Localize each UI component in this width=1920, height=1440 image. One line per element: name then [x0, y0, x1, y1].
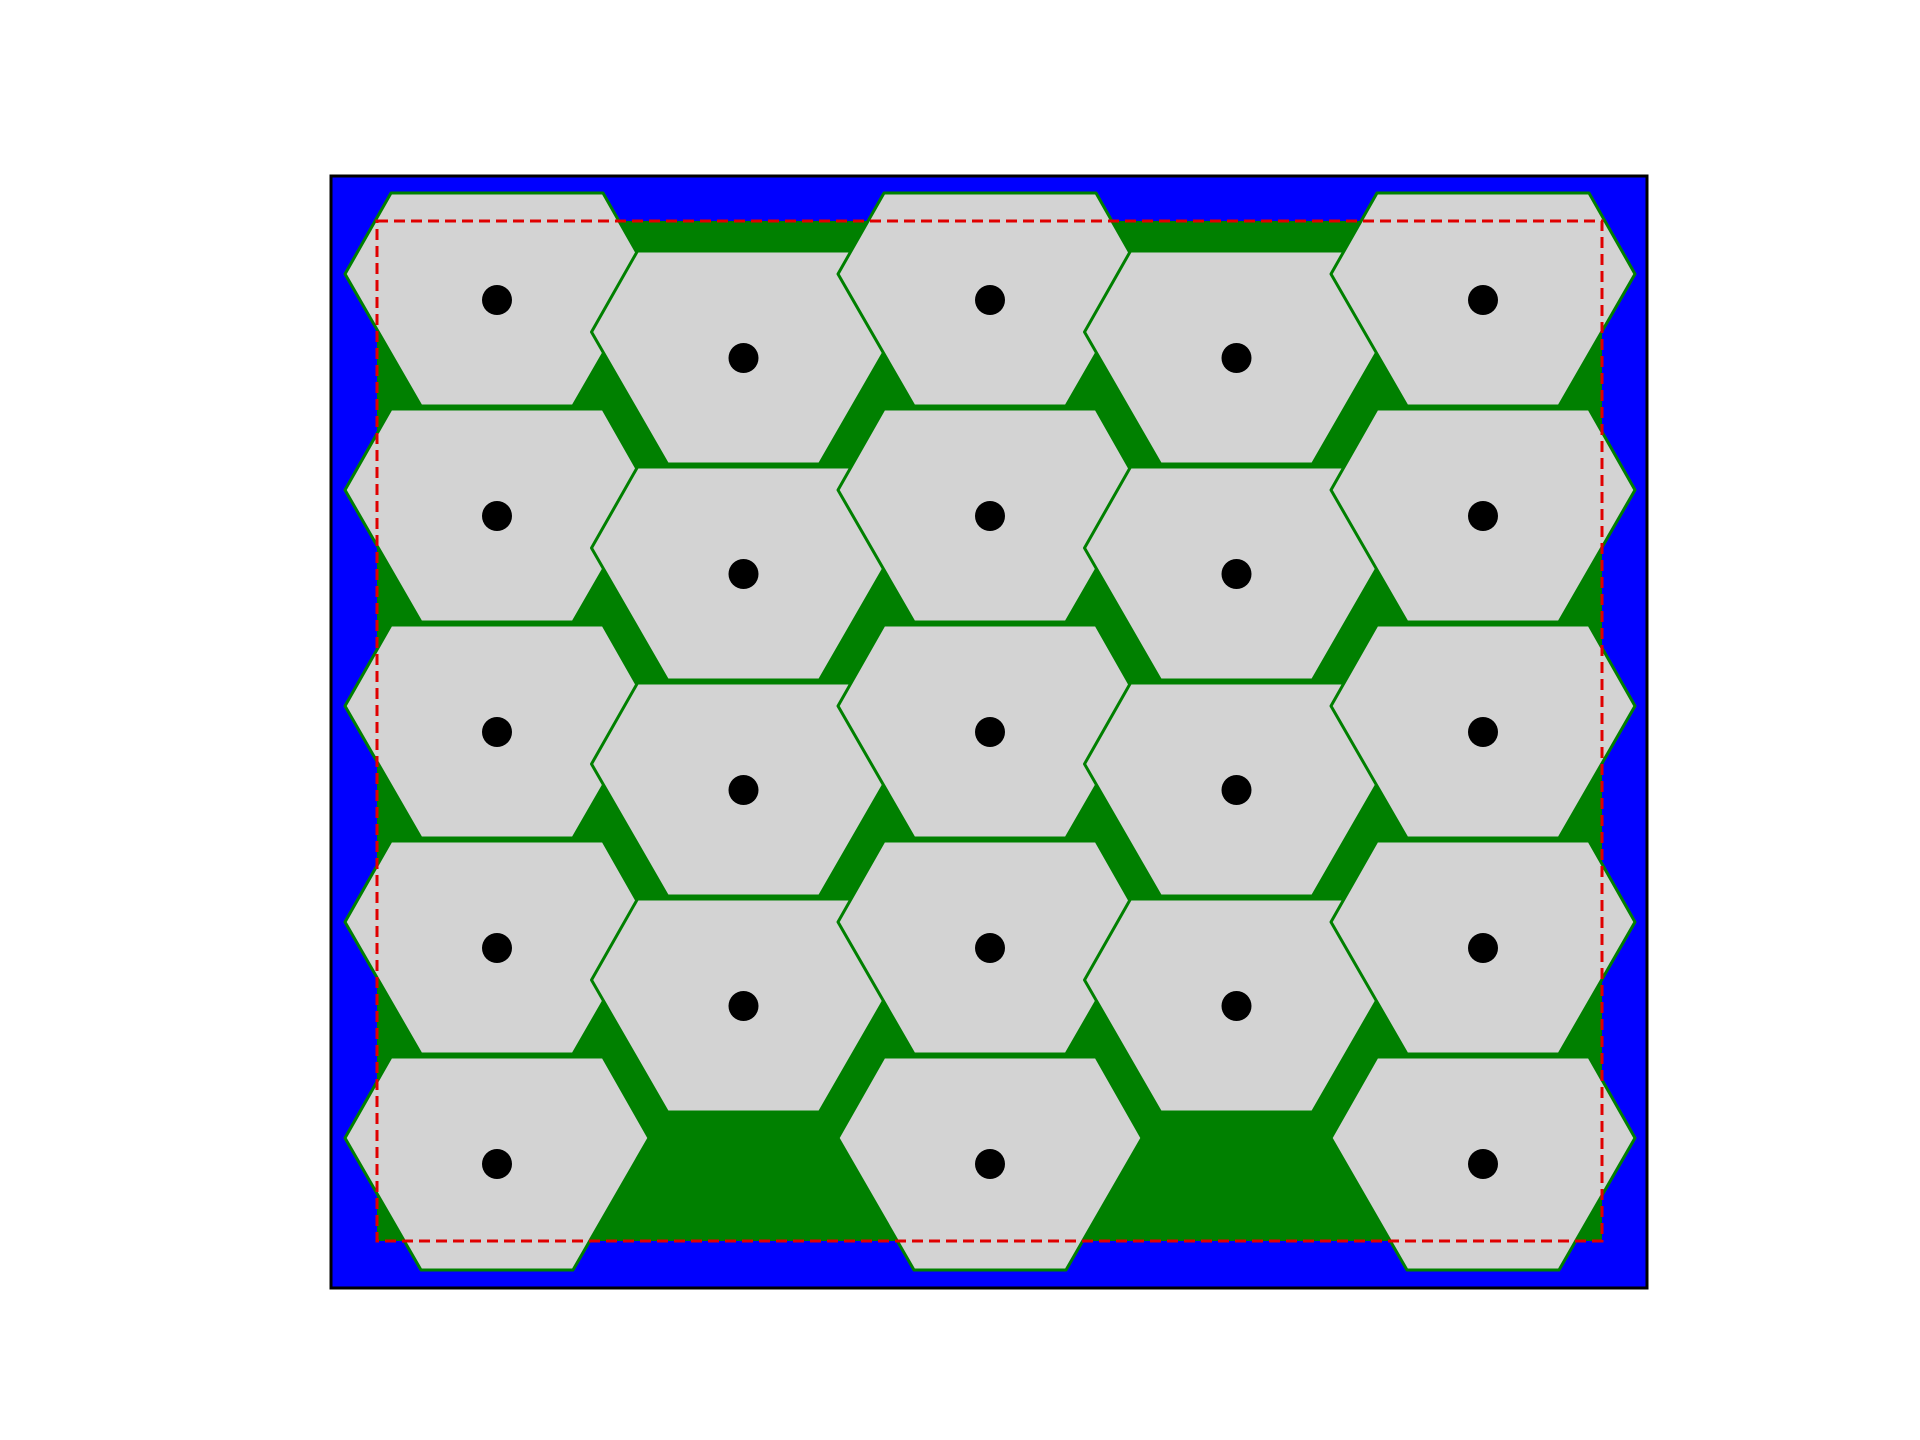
site-marker — [1221, 343, 1252, 373]
site-marker — [482, 717, 512, 747]
axes-frame — [329, 174, 1649, 1290]
site-marker — [1468, 717, 1498, 747]
site-markers — [482, 285, 1498, 1179]
site-marker — [1221, 775, 1252, 805]
site-marker — [728, 775, 759, 805]
site-marker — [975, 717, 1005, 747]
site-marker — [975, 933, 1005, 963]
site-marker — [1468, 1149, 1498, 1179]
site-marker — [975, 501, 1005, 531]
site-marker — [975, 285, 1005, 315]
site-marker — [728, 991, 759, 1021]
site-marker — [975, 1149, 1005, 1179]
site-marker — [1221, 559, 1252, 589]
hexagon-cells — [343, 191, 1637, 1272]
bounds-outline — [375, 219, 1604, 1243]
site-marker — [728, 343, 759, 373]
site-marker — [1468, 285, 1498, 315]
site-marker — [1468, 933, 1498, 963]
site-marker — [482, 501, 512, 531]
site-marker — [482, 1149, 512, 1179]
site-marker — [482, 933, 512, 963]
site-marker — [482, 285, 512, 315]
site-marker — [1468, 501, 1498, 531]
site-marker — [728, 559, 759, 589]
site-marker — [1221, 991, 1252, 1021]
